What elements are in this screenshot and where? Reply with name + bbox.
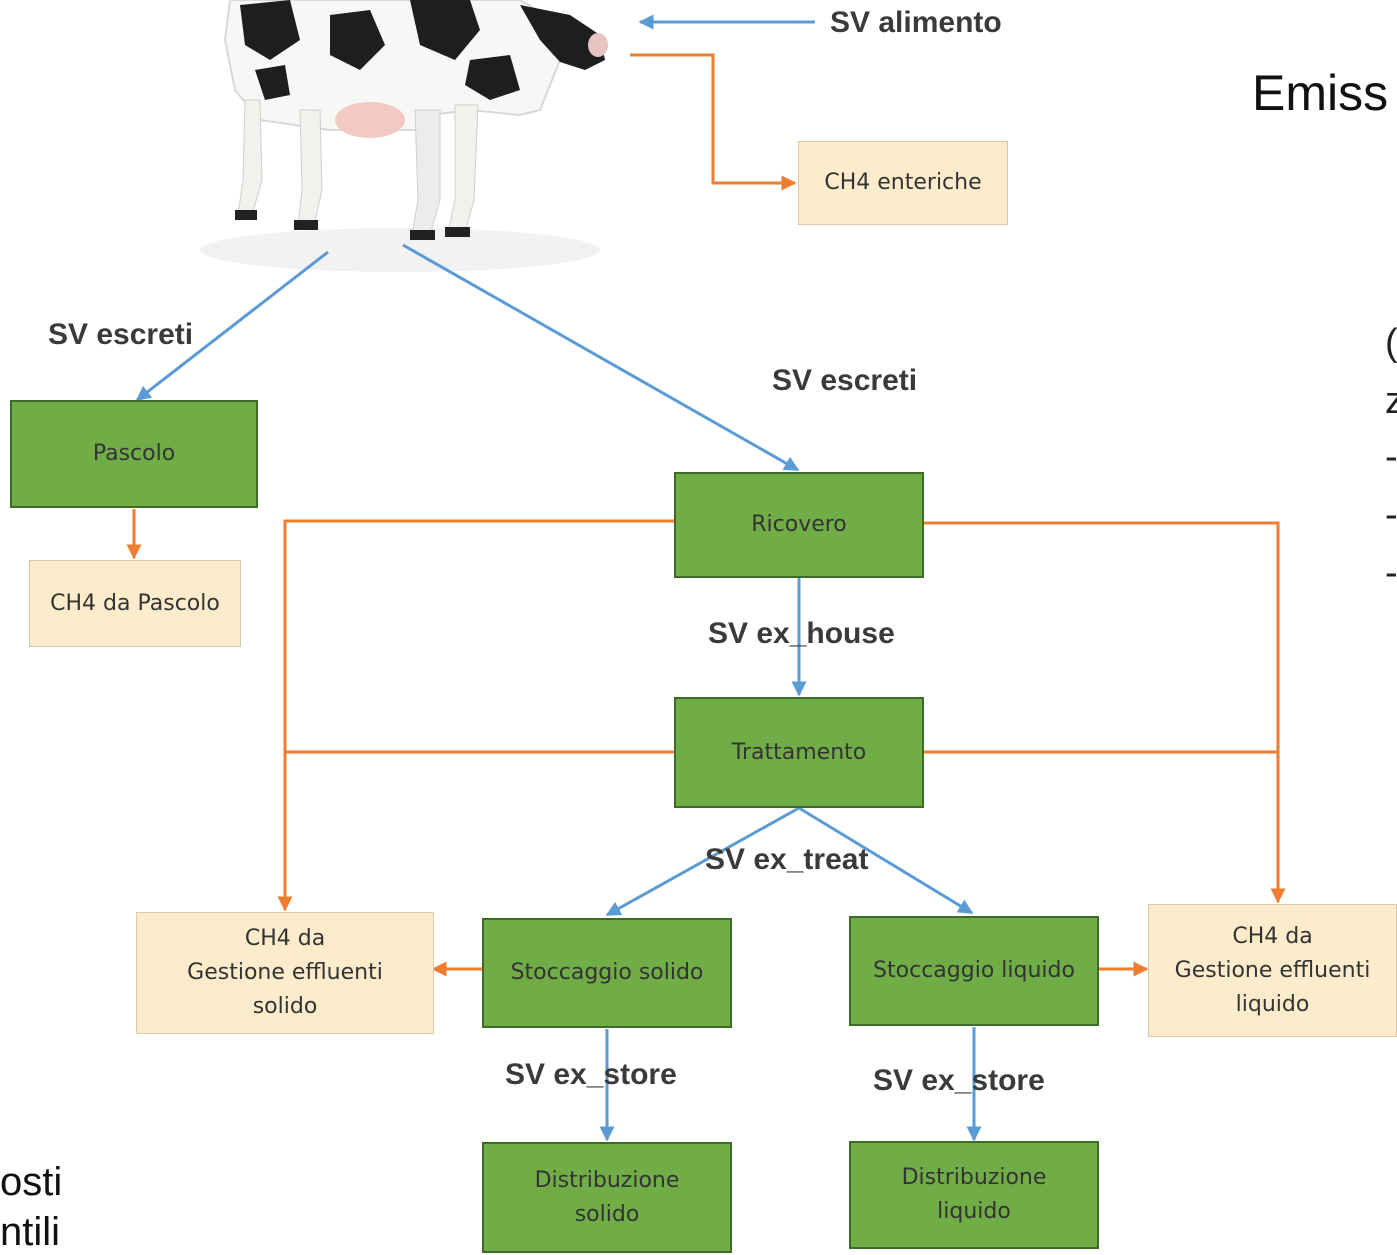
liquid-distribution-box: Distribuzione liquido — [849, 1141, 1099, 1249]
cow-illustration — [200, 0, 608, 272]
feed-label: SV alimento — [830, 6, 1002, 39]
page-title: Emiss — [1252, 65, 1389, 121]
housing-to-solid-ch4-arrow — [277, 519, 674, 912]
liquid-management-ch4-box: CH4 da Gestione effluenti liquido — [1148, 904, 1397, 1037]
liquid-storage-box: Stoccaggio liquido — [849, 916, 1099, 1026]
ex-store-liquid-label: SV ex_store — [873, 1064, 1045, 1097]
right-cutoff-text-4: - — [1385, 494, 1397, 536]
enteric-ch4-box: CH4 enteriche — [798, 141, 1008, 225]
bottom-left-text-2: ntili — [0, 1210, 61, 1254]
housing-box: Ricovero — [674, 472, 924, 578]
right-cutoff-text-1: ( — [1385, 322, 1397, 364]
right-cutoff-text-5: - — [1385, 552, 1397, 594]
ex-store-solid-label: SV ex_store — [505, 1058, 677, 1091]
solid-storage-box: Stoccaggio solido — [482, 918, 732, 1028]
enteric-arrow — [630, 53, 797, 191]
right-cutoff-text-2: z — [1385, 380, 1397, 422]
excreted-left-label: SV escreti — [48, 318, 194, 351]
housing-to-liquid-ch4-arrow — [924, 521, 1286, 904]
treatment-to-liquid-arrow — [798, 806, 974, 915]
solid-management-ch4-box: CH4 da Gestione effluenti solido — [136, 912, 434, 1034]
treatment-to-solid-arrow — [605, 806, 800, 917]
right-cutoff-text-3: - — [1385, 436, 1397, 478]
pasture-ch4-box: CH4 da Pascolo — [29, 560, 241, 647]
bottom-left-text-1: osti — [0, 1160, 63, 1204]
pasture-box: Pascolo — [10, 400, 258, 508]
excreted-right-label: SV escreti — [772, 364, 918, 397]
excreted-to-pasture-arrow — [135, 250, 329, 402]
excreted-to-housing-arrow — [402, 243, 800, 472]
solid-distribution-box: Distribuzione solido — [482, 1142, 732, 1253]
treatment-box: Trattamento — [674, 697, 924, 808]
ex-house-label: SV ex_house — [708, 617, 895, 650]
ex-treat-label: SV ex_treat — [705, 843, 869, 876]
